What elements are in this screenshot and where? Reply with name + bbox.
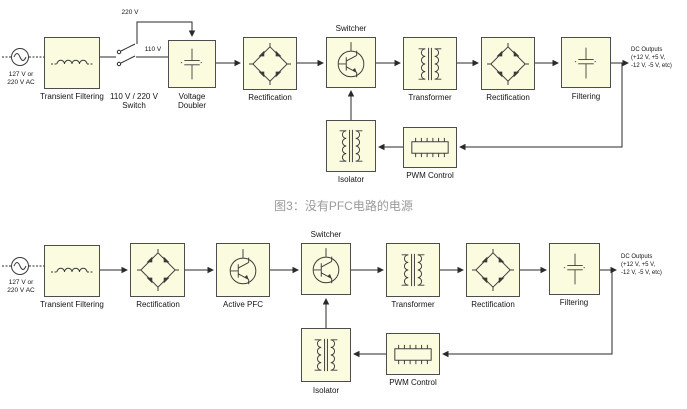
label-220v-tap: 220 V (121, 9, 139, 16)
block-transformer (403, 37, 457, 90)
label-filtering: Filtering (571, 92, 601, 101)
ac-source-line2: 220 V AC (7, 286, 35, 294)
inductor-icon (50, 55, 94, 71)
label-voltage-doubler: Voltage Doubler (177, 92, 206, 111)
dc-line-2: (+12 V, +5 V, (621, 261, 656, 268)
ic-chip-icon (391, 342, 435, 367)
block-pwm-control (403, 127, 457, 168)
capacitor-icon (574, 44, 598, 82)
transistor-switch-icon (307, 248, 345, 290)
dc-outputs-text: DC Outputs (+12 V, +5 V, -12 V, -5 V, et… (621, 254, 681, 277)
label-isolator: Isolator (312, 386, 340, 395)
block-switcher (326, 37, 376, 88)
isolator-transformer-icon (307, 336, 345, 374)
label-switcher: Switcher (310, 230, 342, 239)
bridge-rectifier-icon (472, 249, 514, 291)
label-pwm-control: PWM Control (389, 378, 437, 387)
transistor-switch-icon (224, 249, 262, 291)
dc-line-3: -12 V, -5 V, etc) (631, 62, 672, 69)
label-filtering: Filtering (559, 298, 589, 307)
ac-source-line2: 220 V AC (7, 78, 35, 86)
block-filtering (549, 243, 600, 295)
block-rectification-2 (466, 243, 520, 297)
block-rectification-2 (481, 37, 535, 90)
bridge-rectifier-icon (487, 43, 529, 85)
block-switcher (301, 243, 351, 295)
label-transient-filtering: Transient Filtering (40, 92, 104, 101)
inductor-icon (50, 263, 94, 279)
block-active-pfc (216, 243, 270, 297)
label-switcher: Switcher (335, 24, 367, 33)
block-transient-filtering (44, 245, 100, 297)
capacitor-icon (180, 46, 204, 82)
label-110v-tap: 110 V (144, 46, 162, 53)
bridge-rectifier-icon (249, 43, 291, 85)
label-active-pfc: Active PFC (222, 300, 263, 309)
ac-source-icon (8, 45, 32, 69)
label-isolator: Isolator (337, 175, 365, 184)
dc-line-1: DC Outputs (631, 47, 663, 53)
dc-outputs-text: DC Outputs (+12 V, +5 V, -12 V, -5 V, et… (631, 47, 685, 70)
ac-source-line1: 127 V or (8, 279, 34, 286)
block-rectification-1 (243, 37, 297, 90)
dc-line-3: -12 V, -5 V, etc) (621, 269, 662, 276)
transistor-switch-icon (332, 42, 370, 84)
label-rectification-1: Rectification (136, 300, 180, 309)
label-transformer: Transformer (391, 300, 435, 309)
transformer-icon (411, 45, 449, 83)
label-rectification-1: Rectification (248, 93, 292, 102)
label-voltage-switch: 110 V / 220 V Switch (110, 92, 158, 111)
isolator-transformer-icon (332, 127, 370, 165)
label-rectification-2: Rectification (471, 300, 515, 309)
label-rectification-2: Rectification (486, 93, 530, 102)
ac-source-icon (8, 254, 32, 278)
label-transformer: Transformer (408, 93, 452, 102)
block-rectification-1 (130, 243, 185, 297)
block-pwm-control (386, 333, 440, 375)
transformer-icon (394, 251, 432, 289)
block-transformer (386, 243, 440, 297)
bridge-rectifier-icon (137, 249, 179, 291)
dc-line-2: (+12 V, +5 V, (631, 54, 666, 61)
dc-line-1: DC Outputs (621, 254, 653, 260)
ic-chip-icon (408, 135, 452, 160)
block-isolator (301, 328, 351, 382)
label-pwm-control: PWM Control (406, 171, 454, 180)
block-filtering (561, 37, 611, 88)
block-isolator (326, 120, 376, 172)
figure-caption: 图3：没有PFC电路的电源 (274, 199, 413, 213)
capacitor-icon (563, 250, 587, 288)
ac-source-line1: 127 V or (8, 71, 34, 78)
block-transient-filtering (44, 37, 100, 89)
block-voltage-doubler (168, 40, 216, 88)
label-transient-filtering: Transient Filtering (40, 300, 104, 309)
